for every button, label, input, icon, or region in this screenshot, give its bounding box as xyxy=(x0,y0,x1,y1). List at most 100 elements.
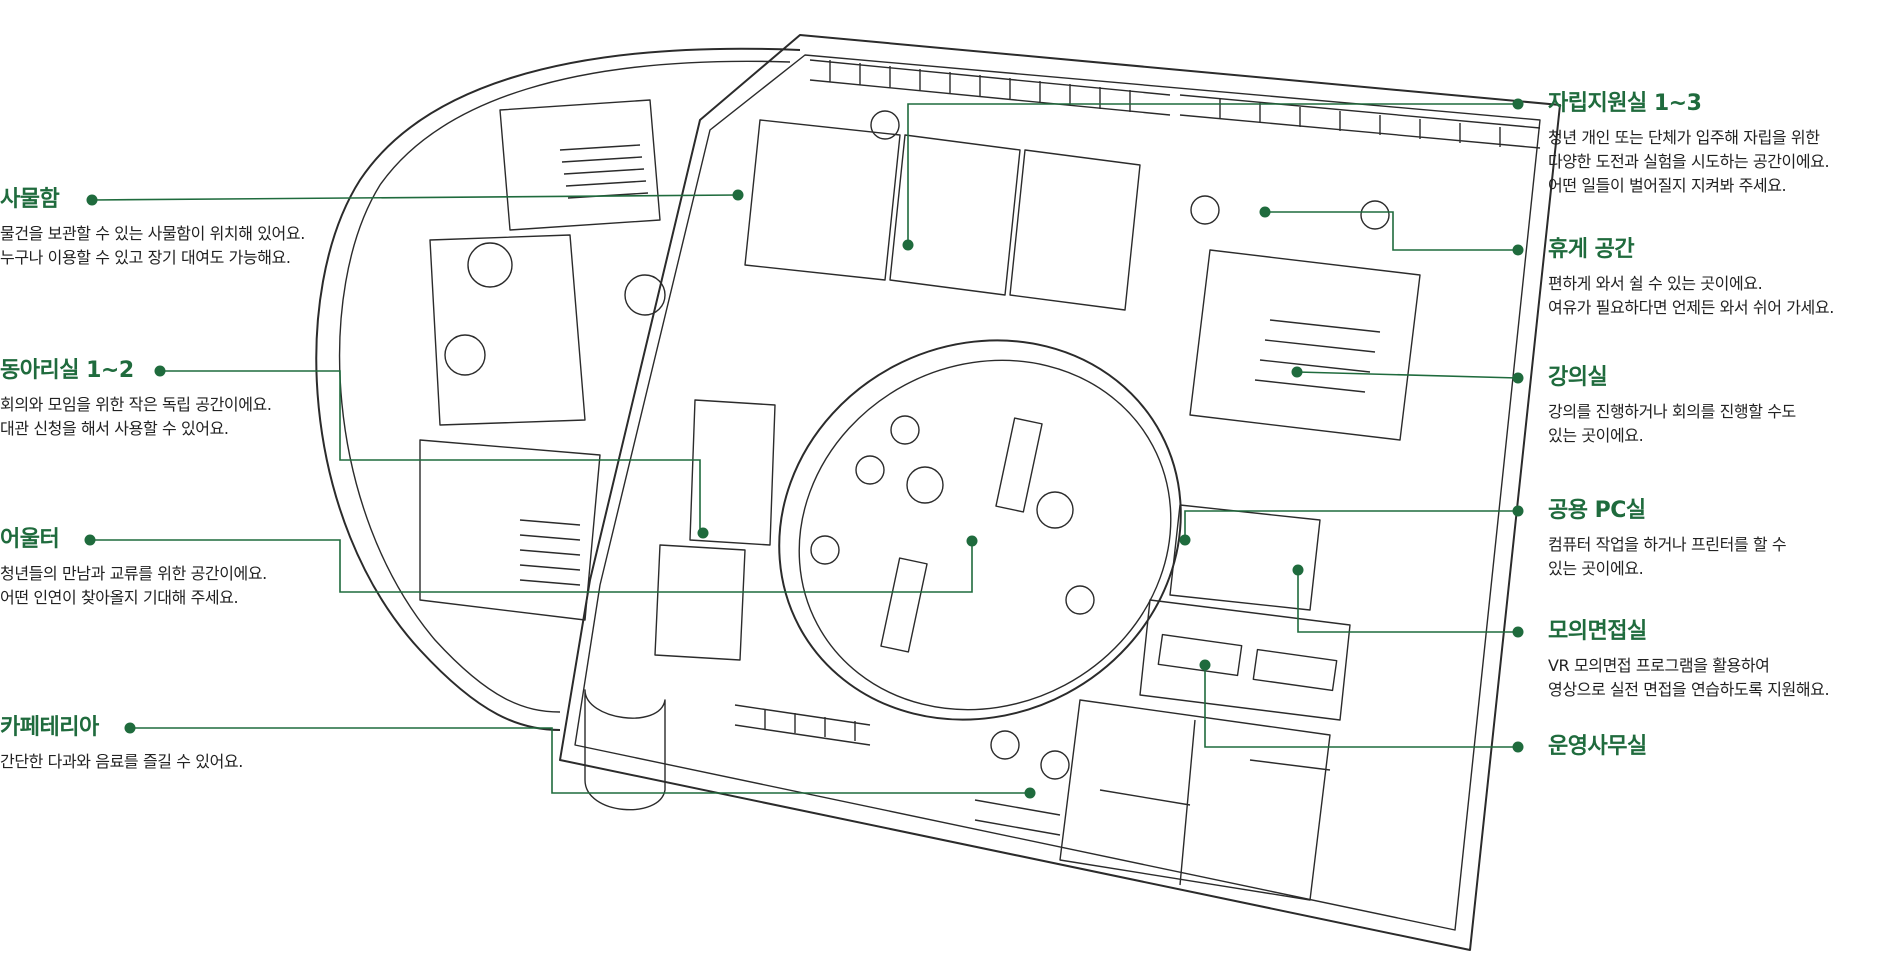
corner-tower xyxy=(584,689,666,811)
leader-dot xyxy=(1512,626,1524,638)
lounge-table xyxy=(880,557,928,653)
leader-dot xyxy=(902,239,914,251)
room-office xyxy=(1059,699,1331,901)
leader-dot xyxy=(86,194,98,206)
room-independence-1 xyxy=(744,119,901,281)
tree xyxy=(467,242,513,288)
lounge-oval xyxy=(778,339,1182,721)
label-title: 동아리실 1~2 xyxy=(0,358,134,383)
leader-dot xyxy=(124,722,136,734)
label-rest: 휴게 공간 편하게 와서 쉴 수 있는 곳이에요. 여유가 필요하다면 언제든 … xyxy=(1548,236,1834,320)
desc-line: 회의와 모임을 위한 작은 독립 공간이에요. xyxy=(0,395,272,414)
label-description: 물건을 보관할 수 있는 사물함이 위치해 있어요. 누구나 이용할 수 있고 … xyxy=(0,222,305,270)
leader-dot xyxy=(1512,244,1524,256)
desc-line: VR 모의면접 프로그램을 활용하여 xyxy=(1548,656,1770,675)
desc-line: 편하게 와서 쉴 수 있는 곳이에요. xyxy=(1548,274,1763,293)
desc-line: 다양한 도전과 실험을 시도하는 공간이에요. xyxy=(1548,152,1830,171)
tree xyxy=(906,466,944,504)
label-lecture: 강의실 강의를 진행하거나 회의를 진행할 수도 있는 곳이에요. xyxy=(1548,364,1796,448)
desc-line: 있는 곳이에요. xyxy=(1548,559,1644,578)
room-independence-3 xyxy=(1009,149,1141,311)
label-description: VR 모의면접 프로그램을 활용하여 영상으로 실전 면접을 연습하도록 지원해… xyxy=(1548,654,1830,702)
top-windows xyxy=(809,59,1171,116)
leader-dot xyxy=(1512,372,1524,384)
tree xyxy=(624,274,666,316)
room-locker xyxy=(429,234,586,426)
desc-line: 청년들의 만남과 교류를 위한 공간이에요. xyxy=(0,564,267,583)
desc-line: 대관 신청을 해서 사용할 수 있어요. xyxy=(0,419,229,438)
room-stairs-top xyxy=(499,99,661,231)
leader-dot xyxy=(1512,505,1524,517)
label-cafeteria: 카페테리아 간단한 다과와 음료를 즐길 수 있어요. xyxy=(0,714,243,774)
desc-line: 컴퓨터 작업을 하거나 프린터를 할 수 xyxy=(1548,535,1787,554)
top-right-windows xyxy=(1179,94,1541,149)
label-description: 편하게 와서 쉴 수 있는 곳이에요. 여유가 필요하다면 언제든 와서 쉬어 … xyxy=(1548,272,1834,320)
label-title: 모의면접실 xyxy=(1548,619,1647,644)
leader-dot xyxy=(154,365,166,377)
stairs-bottom-steps xyxy=(519,519,581,586)
leader-line-interview xyxy=(1297,570,1518,633)
label-title: 공용 PC실 xyxy=(1548,498,1646,523)
desc-line: 간단한 다과와 음료를 즐길 수 있어요. xyxy=(0,752,243,771)
stairs-top-steps xyxy=(559,144,649,199)
label-description: 강의를 진행하거나 회의를 진행할 수도 있는 곳이에요. xyxy=(1548,400,1796,448)
leader-dot xyxy=(1259,206,1271,218)
label-lounge: 어울터 청년들의 만남과 교류를 위한 공간이에요. 어떤 인연이 찾아올지 기… xyxy=(0,526,267,610)
label-description: 청년들의 만남과 교류를 위한 공간이에요. 어떤 인연이 찾아올지 기대해 주… xyxy=(0,562,267,610)
label-title: 사물함 xyxy=(0,187,60,212)
label-independence: 자립지원실 1~3 청년 개인 또는 단체가 입주해 자립을 위한 다양한 도전… xyxy=(1548,90,1830,198)
room-club-2 xyxy=(654,544,746,661)
label-club: 동아리실 1~2 회의와 모임을 위한 작은 독립 공간이에요. 대관 신청을 … xyxy=(0,357,272,441)
label-title: 운영사무실 xyxy=(1548,734,1647,759)
label-title: 어울터 xyxy=(0,527,60,552)
desc-line: 청년 개인 또는 단체가 입주해 자립을 위한 xyxy=(1548,128,1820,147)
label-pc: 공용 PC실 컴퓨터 작업을 하거나 프린터를 할 수 있는 곳이에요. xyxy=(1548,497,1787,581)
leader-dot xyxy=(966,535,978,547)
lounge-round-table xyxy=(855,455,885,485)
desc-line: 어떤 인연이 찾아올지 기대해 주세요. xyxy=(0,588,239,607)
room-interview xyxy=(1139,599,1351,721)
rest-bean-bag xyxy=(1360,200,1390,230)
outer-wall-curved-inner xyxy=(338,60,791,713)
leader-line-independence xyxy=(907,103,1518,245)
label-title: 카페테리아 xyxy=(0,715,99,740)
desc-line: 누구나 이용할 수 있고 장기 대여도 가능해요. xyxy=(0,248,291,267)
tree xyxy=(1036,491,1074,529)
lounge-oval-inner xyxy=(798,359,1172,711)
building-outline-inner xyxy=(574,54,1541,931)
room-pc xyxy=(1169,504,1321,611)
label-title: 휴게 공간 xyxy=(1548,237,1635,262)
leader-dot xyxy=(1199,659,1211,671)
building-outline xyxy=(559,34,1561,951)
leader-line-pc xyxy=(1184,510,1518,540)
leader-dot xyxy=(1512,98,1524,110)
cafeteria-table xyxy=(990,730,1020,760)
room-stairs-bottom xyxy=(419,439,601,621)
leader-line-locker xyxy=(91,194,739,201)
rest-bean-bag xyxy=(1190,195,1220,225)
bottom-windows xyxy=(734,704,1061,836)
leader-dot xyxy=(732,189,744,201)
tree xyxy=(444,334,486,376)
label-description: 간단한 다과와 음료를 즐길 수 있어요. xyxy=(0,750,243,774)
desc-line: 어떤 일들이 벌어질지 지켜봐 주세요. xyxy=(1548,176,1787,195)
cafeteria-table xyxy=(1040,750,1070,780)
leader-line-lounge xyxy=(90,539,973,593)
leader-line-club xyxy=(160,370,701,533)
lounge-round-table xyxy=(810,535,840,565)
label-description: 컴퓨터 작업을 하거나 프린터를 할 수 있는 곳이에요. xyxy=(1548,533,1787,581)
leader-line-cafeteria xyxy=(130,727,1030,794)
label-title: 자립지원실 1~3 xyxy=(1548,91,1702,116)
rest-bean-bag xyxy=(870,110,900,140)
leader-dot xyxy=(1179,534,1191,546)
label-interview: 모의면접실 VR 모의면접 프로그램을 활용하여 영상으로 실전 면접을 연습하… xyxy=(1548,618,1830,702)
desc-line: 영상으로 실전 면접을 연습하도록 지원해요. xyxy=(1548,680,1830,699)
lounge-round-table xyxy=(1065,585,1095,615)
interview-desk xyxy=(1252,648,1338,692)
desc-line: 있는 곳이에요. xyxy=(1548,426,1644,445)
leader-dot xyxy=(1292,564,1304,576)
leader-dot xyxy=(1024,787,1036,799)
